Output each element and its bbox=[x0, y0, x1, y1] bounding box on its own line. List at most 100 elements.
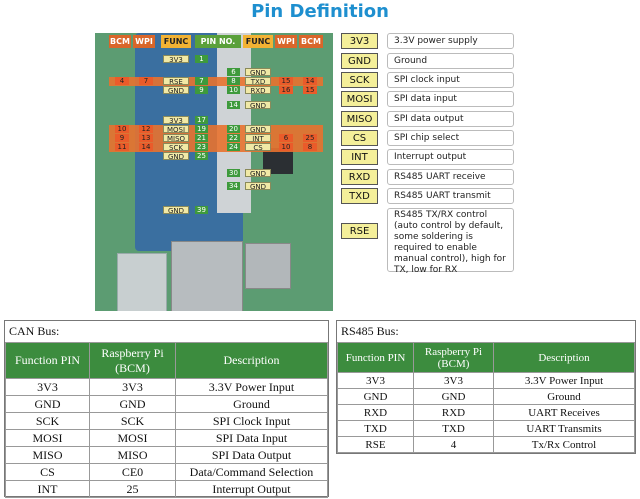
column-header: Raspberry Pi (BCM) bbox=[413, 342, 494, 373]
pin-number: 6 bbox=[227, 68, 240, 76]
pin-func: CS bbox=[245, 143, 271, 152]
table-cell: SPI Data Input bbox=[175, 429, 328, 447]
table-cell: GND bbox=[413, 388, 494, 405]
legend-tag: RXD bbox=[341, 169, 378, 185]
legend-tag: SCK bbox=[341, 72, 378, 88]
pin-number: 7 bbox=[195, 77, 208, 85]
table-cell: TXD bbox=[413, 420, 494, 437]
column-header: Description bbox=[493, 342, 635, 373]
pin-number: 14 bbox=[227, 101, 240, 109]
pin-func: GND bbox=[245, 182, 271, 191]
table-cell: SCK bbox=[89, 412, 176, 430]
table-cell: GND bbox=[89, 395, 176, 413]
pin-bcm: 25 bbox=[303, 134, 317, 142]
ethernet-port bbox=[245, 243, 291, 289]
row-highlight bbox=[109, 134, 323, 143]
table-cell: TXD bbox=[337, 420, 414, 437]
pin-func: RSE bbox=[163, 77, 189, 86]
table-cell: RXD bbox=[413, 404, 494, 421]
pin-func: RXD bbox=[245, 86, 271, 95]
legend-desc: SPI data input bbox=[387, 91, 514, 107]
table-cell: 3V3 bbox=[337, 372, 414, 389]
pin-bcm: 9 bbox=[115, 134, 129, 142]
legend-desc: RS485 UART receive bbox=[387, 169, 514, 185]
legend-desc: RS485 TX/RX control (auto control by def… bbox=[387, 208, 514, 275]
table-cell: RXD bbox=[337, 404, 414, 421]
legend-desc: SPI clock input bbox=[387, 72, 514, 88]
row-highlight bbox=[109, 77, 323, 86]
legend-tag: MOSI bbox=[341, 91, 378, 107]
table-cell: INT bbox=[5, 480, 90, 498]
legend-desc: Interrupt output bbox=[387, 149, 514, 165]
table-cell: 25 bbox=[89, 480, 176, 498]
legend-tag: RSE bbox=[341, 223, 378, 239]
legend-desc: SPI chip select bbox=[387, 130, 514, 146]
pin-number: 23 bbox=[195, 143, 208, 151]
pin-number: 9 bbox=[195, 86, 208, 94]
legend-desc: Ground bbox=[387, 53, 514, 69]
pin-number: 24 bbox=[227, 143, 240, 151]
pin-number: 19 bbox=[195, 125, 208, 133]
pin-bcm: 8 bbox=[303, 143, 317, 151]
table-cell: MISO bbox=[5, 446, 90, 464]
legend-tag: MISO bbox=[341, 111, 378, 127]
pin-func: MISO bbox=[163, 134, 189, 143]
table-cell: CS bbox=[5, 463, 90, 481]
pin-wpi: 16 bbox=[279, 86, 293, 94]
table-cell: Ground bbox=[175, 395, 328, 413]
table-cell: CE0 bbox=[89, 463, 176, 481]
table-caption: CAN Bus: bbox=[9, 324, 60, 338]
table-cell: GND bbox=[337, 388, 414, 405]
table-cell: Tx/Rx Control bbox=[493, 436, 635, 453]
pin-bcm: 15 bbox=[303, 86, 317, 94]
pin-number: 10 bbox=[227, 86, 240, 94]
legend-desc: RS485 UART transmit bbox=[387, 188, 514, 204]
pin-number: 22 bbox=[227, 134, 240, 142]
pin-number: 25 bbox=[195, 152, 208, 160]
table-cell: RSE bbox=[337, 436, 414, 453]
pin-wpi: 13 bbox=[139, 134, 153, 142]
pin-number: 1 bbox=[195, 55, 208, 63]
table-cell: GND bbox=[5, 395, 90, 413]
table-cell: Interrupt Output bbox=[175, 480, 328, 498]
pin-bcm: 4 bbox=[115, 77, 129, 85]
pin-number: 20 bbox=[227, 125, 240, 133]
pin-bcm: 10 bbox=[115, 125, 129, 133]
legend-desc: 3.3V power supply bbox=[387, 33, 514, 49]
pin-number: 8 bbox=[227, 77, 240, 85]
board-illustration: BCM WPI FUNC PIN NO. FUNC WPI BCM 3V3 1 … bbox=[95, 33, 333, 311]
pin-func: 3V3 bbox=[163, 116, 189, 125]
header-right-wpi: WPI bbox=[275, 35, 297, 48]
legend-tag: CS bbox=[341, 130, 378, 146]
pin-func: GND bbox=[163, 152, 189, 161]
pin-func: SCK bbox=[163, 143, 189, 152]
pin-func: GND bbox=[245, 125, 271, 134]
header-right-func: FUNC bbox=[243, 35, 273, 48]
pin-func: TXD bbox=[245, 77, 271, 86]
table-cell: 3V3 bbox=[5, 378, 90, 396]
table-cell: UART Receives bbox=[493, 404, 635, 421]
pin-number: 39 bbox=[195, 206, 208, 214]
pin-bcm: 14 bbox=[303, 77, 317, 85]
pin-func: GND bbox=[245, 68, 271, 77]
pin-wpi: 15 bbox=[279, 77, 293, 85]
pin-func: INT bbox=[245, 134, 271, 143]
table-cell: MISO bbox=[89, 446, 176, 464]
table-caption: RS485 Bus: bbox=[341, 324, 399, 338]
pin-wpi: 6 bbox=[279, 134, 293, 142]
pin-func: GND bbox=[245, 169, 271, 178]
table-cell: 4 bbox=[413, 436, 494, 453]
header-right-bcm: BCM bbox=[299, 35, 323, 48]
pin-number: 17 bbox=[195, 116, 208, 124]
pin-number: 21 bbox=[195, 134, 208, 142]
table-cell: SPI Data Output bbox=[175, 446, 328, 464]
